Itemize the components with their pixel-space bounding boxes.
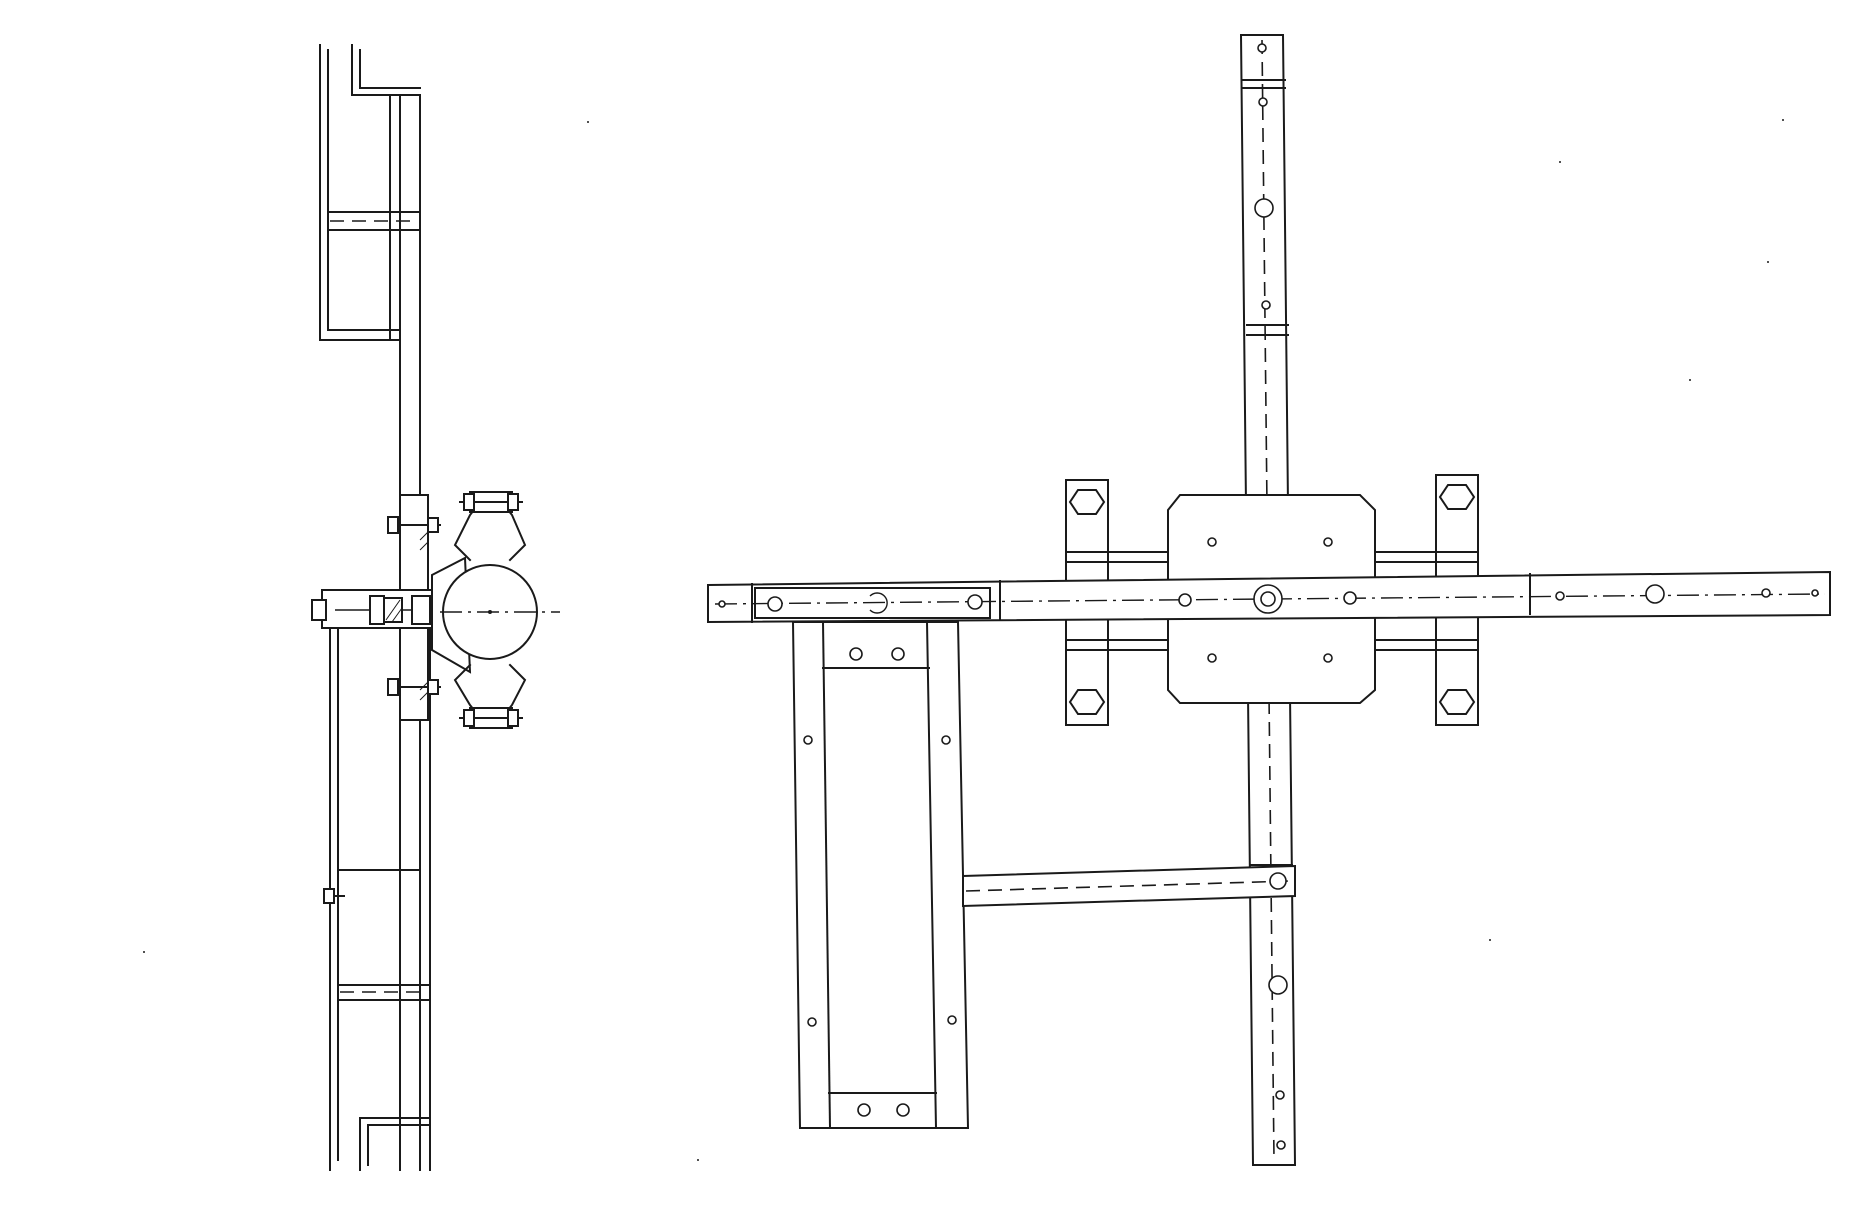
center-bracket [311,589,433,629]
front-view [707,34,1831,1166]
rotation-arrow-icon [869,592,888,614]
hanging-frame [791,620,970,1130]
lower-bolt [387,678,441,696]
lower-strut [962,864,1296,908]
upper-bolt [387,516,441,534]
pipe-clamp [431,491,560,729]
scan-specks [143,119,1784,1161]
side-bolt-upper [323,888,345,904]
horizontal-cross-arm [707,570,1831,624]
side-view [311,44,560,1171]
upper-frame-profile [319,44,421,341]
